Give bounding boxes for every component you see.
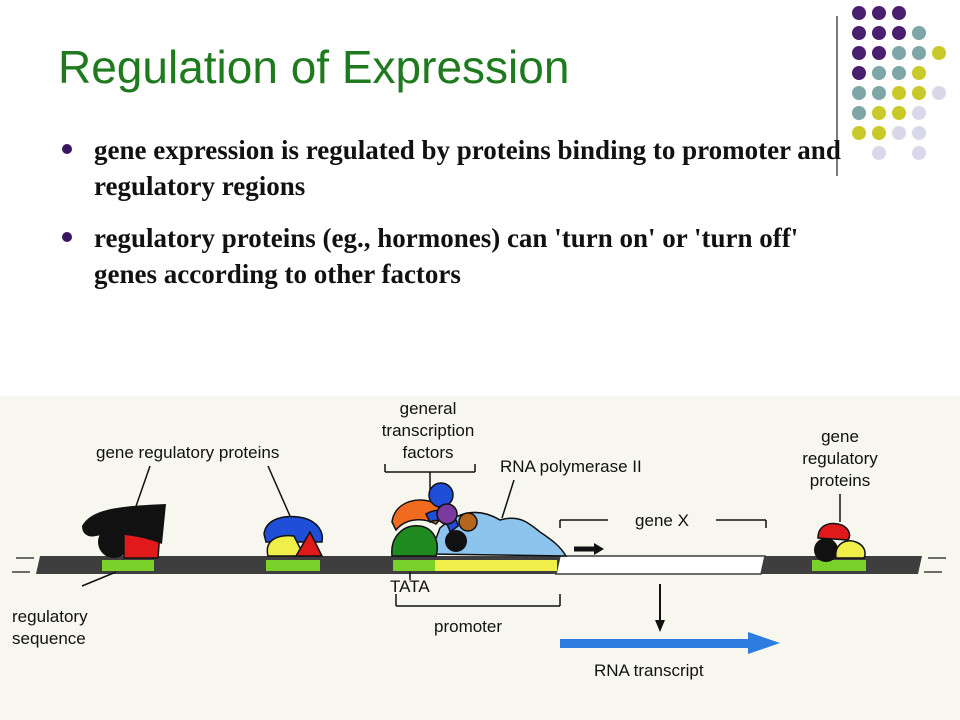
factor-purple-ball xyxy=(436,503,458,525)
decorative-dot xyxy=(852,126,866,140)
bullet-icon xyxy=(62,232,72,242)
decorative-dot xyxy=(912,26,926,40)
bullet-item: regulatory proteins (eg., hormones) can … xyxy=(60,220,860,292)
label-promoter: promoter xyxy=(434,617,502,636)
decorative-dot xyxy=(892,6,906,20)
protein-red-triangle xyxy=(294,530,324,557)
label-gene: gene xyxy=(821,427,859,446)
decorative-dot xyxy=(872,6,886,20)
decorative-dot xyxy=(892,46,906,60)
decorative-dot xyxy=(912,146,926,160)
promoter-region xyxy=(435,560,557,571)
label-gene-regulatory-proteins-left: gene regulatory proteins xyxy=(96,443,279,462)
pointer-lines xyxy=(81,464,841,587)
decorative-dot xyxy=(872,106,886,120)
factor-brown-ball xyxy=(458,512,478,532)
decorative-dot xyxy=(872,126,886,140)
decorative-dot xyxy=(852,46,866,60)
transcription-start-arrow xyxy=(574,543,604,555)
protein-red-cap xyxy=(817,522,851,541)
transcription-diagram: gene regulatory proteins general transcr… xyxy=(12,399,946,680)
protein-black-cap xyxy=(82,504,166,544)
protein-black-blob xyxy=(814,538,838,562)
factor-blue-ball xyxy=(428,482,454,508)
label-transcription: transcription xyxy=(382,421,475,440)
transcription-machinery xyxy=(391,482,568,557)
divider-line xyxy=(836,16,838,176)
bullet-item: gene expression is regulated by proteins… xyxy=(60,132,860,204)
decorative-dot-grid xyxy=(852,6,952,160)
slide-title: Regulation of Expression xyxy=(58,41,570,93)
decorative-dot xyxy=(932,86,946,100)
decorative-dot xyxy=(912,106,926,120)
decorative-dot xyxy=(852,86,866,100)
protein-yellow-blob xyxy=(835,540,866,559)
promoter-bracket xyxy=(395,594,561,607)
bullet-text: gene expression is regulated by proteins… xyxy=(94,135,841,201)
regulatory-site-right xyxy=(812,560,866,571)
regulatory-protein-complex-left xyxy=(82,504,166,559)
label-regulatory-sequence-1: regulatory xyxy=(12,607,88,626)
transcription-down-arrow xyxy=(655,584,665,632)
label-factors: factors xyxy=(402,443,453,462)
tata-box xyxy=(393,560,435,571)
bullet-icon xyxy=(62,144,72,154)
decorative-dot xyxy=(912,46,926,60)
decorative-dot xyxy=(852,26,866,40)
label-rna-transcript: RNA transcript xyxy=(594,661,704,680)
decorative-dot xyxy=(892,86,906,100)
decorative-dot xyxy=(932,46,946,60)
decorative-dot xyxy=(872,146,886,160)
decorative-dot xyxy=(912,126,926,140)
factor-black-ball xyxy=(445,530,467,552)
decorative-dot xyxy=(912,86,926,100)
decorative-dot xyxy=(852,66,866,80)
decorative-dot xyxy=(872,26,886,40)
decorative-dot xyxy=(872,66,886,80)
decorative-dot xyxy=(852,6,866,20)
decorative-dot xyxy=(892,66,906,80)
label-tata: TATA xyxy=(390,577,430,596)
regulatory-protein-complex-middle xyxy=(263,515,324,557)
regulatory-site-left xyxy=(102,560,154,571)
decorative-dot xyxy=(892,126,906,140)
dna-strand xyxy=(12,555,946,575)
decorative-dot xyxy=(912,66,926,80)
regulatory-site-middle xyxy=(266,560,320,571)
label-gene-x: gene X xyxy=(635,511,689,530)
label-general: general xyxy=(400,399,457,418)
label-regulatory: regulatory xyxy=(802,449,878,468)
factor-green-blob xyxy=(391,525,438,557)
decorative-dot xyxy=(872,86,886,100)
bullet-text: regulatory proteins (eg., hormones) can … xyxy=(94,223,799,289)
decorative-dot xyxy=(892,106,906,120)
decorative-dot xyxy=(872,46,886,60)
decorative-dot xyxy=(852,106,866,120)
rna-transcript-arrow xyxy=(560,632,780,654)
regulatory-protein-complex-right xyxy=(814,522,866,562)
label-regulatory-sequence-2: sequence xyxy=(12,629,86,648)
gene-x-bracket xyxy=(559,519,767,528)
label-proteins: proteins xyxy=(810,471,870,490)
bullet-list: gene expression is regulated by proteins… xyxy=(60,132,860,308)
decorative-dot xyxy=(892,26,906,40)
protein-yellow-blob xyxy=(266,534,306,557)
dna-gene-segment xyxy=(555,555,766,575)
label-rna-polymerase: RNA polymerase II xyxy=(500,457,642,476)
